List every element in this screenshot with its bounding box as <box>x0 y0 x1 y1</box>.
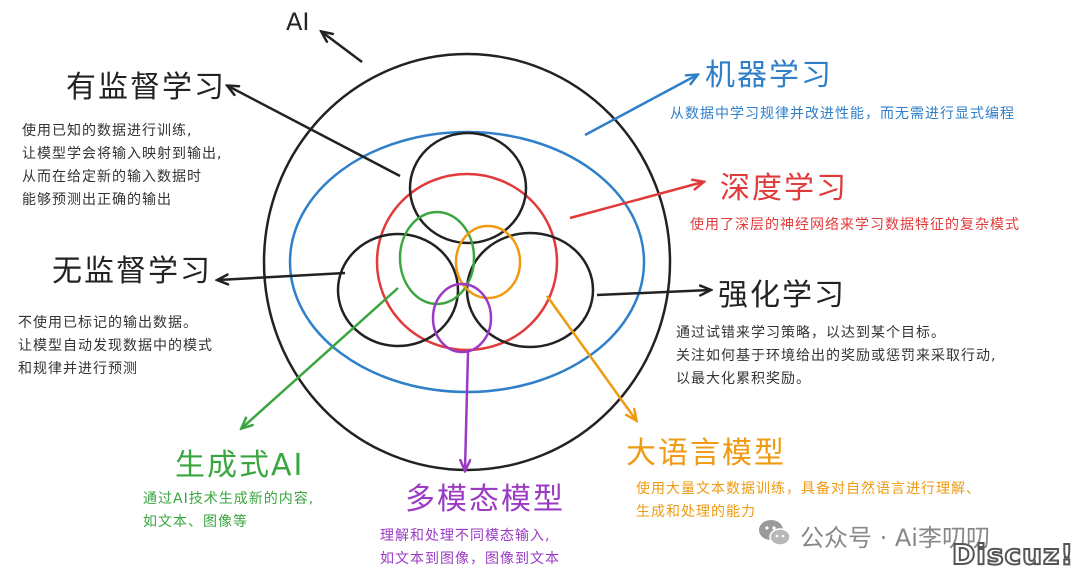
generative-ai-title: 生成式AI <box>175 448 305 483</box>
supervised-circle <box>408 131 528 245</box>
machine-learning-title: 机器学习 <box>705 58 833 93</box>
discuz-watermark: Discuz! <box>951 537 1075 572</box>
wechat-icon <box>759 520 791 546</box>
supervised-title: 有监督学习 <box>66 70 226 105</box>
ai-arrow <box>322 32 363 63</box>
multimodal-desc-line: 理解和处理不同模态输入, <box>380 528 551 544</box>
reinforcement-title: 强化学习 <box>718 278 846 313</box>
generative-ai-desc: 通过AI技术生成新的内容, 如文本、图像等 <box>143 488 314 534</box>
unsupervised-title: 无监督学习 <box>52 254 212 289</box>
unsupervised-arrow <box>218 271 346 280</box>
deep-learning-desc: 使用了深层的神经网络来学习数据特征的复杂模式 <box>690 217 1020 233</box>
supervised-desc-line: 让模型学会将输入映射到输出, <box>22 146 223 162</box>
supervised-desc-line: 能够预测出正确的输出 <box>22 192 172 208</box>
reinforcement-desc-line: 关注如何基于环境给出的奖励或惩罚来采取行动, <box>676 348 997 364</box>
supervised-desc-line: 使用已知的数据进行训练, <box>22 123 193 139</box>
deep-learning-title: 深度学习 <box>720 171 848 206</box>
reinforcement-desc-line: 通过试错来学习策略，以达到某个目标。 <box>676 325 946 341</box>
llm-desc-line: 生成和处理的能力 <box>636 504 756 520</box>
supervised-desc-line: 从而在给定新的输入数据时 <box>22 169 202 185</box>
unsupervised-desc: 不使用已标记的输出数据。 让模型自动发现数据中的模式 和规律并进行预测 <box>18 312 213 381</box>
unsupervised-desc-line: 不使用已标记的输出数据。 <box>18 315 198 331</box>
reinforcement-arrow <box>596 290 710 295</box>
generative-ai-desc-line: 如文本、图像等 <box>143 514 248 530</box>
reinforcement-circle <box>465 231 595 349</box>
unsupervised-circle <box>336 232 460 348</box>
supervised-arrow <box>228 86 401 178</box>
unsupervised-desc-line: 和规律并进行预测 <box>18 361 138 377</box>
reinforcement-desc-line: 以最大化累积奖励。 <box>676 371 811 387</box>
deep-learning-circle <box>375 172 559 352</box>
llm-circle <box>454 224 522 300</box>
reinforcement-desc: 通过试错来学习策略，以达到某个目标。 关注如何基于环境给出的奖励或惩罚来采取行动… <box>676 322 996 391</box>
supervised-desc: 使用已知的数据进行训练, 让模型学会将输入映射到输出, 从而在给定新的输入数据时… <box>22 120 222 212</box>
unsupervised-desc-line: 让模型自动发现数据中的模式 <box>18 338 213 354</box>
generative-ai-circle <box>398 210 476 306</box>
machine-learning-desc: 从数据中学习规律并改进性能，而无需进行显式编程 <box>670 106 1015 122</box>
multimodal-desc-line: 如文本到图像，图像到文本 <box>380 551 560 567</box>
llm-desc: 使用大量文本数据训练，具备对自然语言进行理解、 生成和处理的能力 <box>636 478 981 524</box>
ml-arrow <box>584 75 697 137</box>
multimodal-circle <box>431 282 493 354</box>
llm-desc-line: 使用大量文本数据训练，具备对自然语言进行理解、 <box>636 481 981 497</box>
dl-arrow <box>569 182 703 220</box>
multimodal-desc: 理解和处理不同模态输入, 如文本到图像，图像到文本 <box>380 525 560 571</box>
genai-arrow <box>242 287 399 428</box>
multimodal-arrow <box>465 351 468 470</box>
watermark-text: 公众号 · Ai李叨叨 <box>800 524 990 552</box>
llm-title: 大语言模型 <box>626 436 786 471</box>
llm-arrow <box>545 295 636 420</box>
generative-ai-desc-line: 通过AI技术生成新的内容, <box>143 491 315 507</box>
multimodal-title: 多模态模型 <box>405 482 565 517</box>
ai-label: AI <box>286 8 310 36</box>
